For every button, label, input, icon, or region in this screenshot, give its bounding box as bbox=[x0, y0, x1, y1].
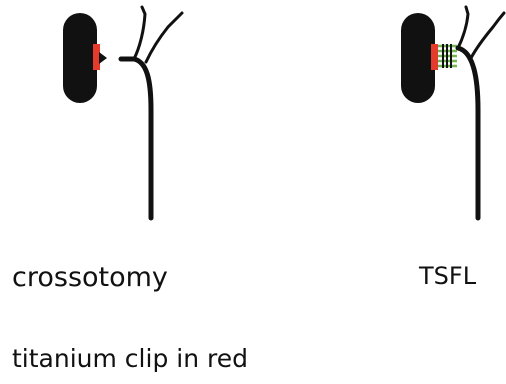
caption: titanium clip in red bbox=[12, 344, 248, 373]
left-vein-main bbox=[134, 59, 151, 218]
tsfl-diagram bbox=[401, 7, 504, 218]
right-vessel-wall bbox=[401, 13, 435, 103]
left-titanium-clip bbox=[93, 44, 100, 70]
right-vein-branch-1 bbox=[458, 7, 468, 48]
right-vein-main bbox=[458, 48, 478, 218]
crossotomy-diagram bbox=[63, 7, 182, 218]
tsfl-label: TSFL bbox=[419, 262, 476, 290]
left-ligated-stump bbox=[99, 52, 107, 64]
crossotomy-label: crossotomy bbox=[12, 262, 168, 293]
left-vein-branch-1 bbox=[134, 7, 145, 59]
right-titanium-clip bbox=[431, 44, 438, 70]
left-vein-branch-2 bbox=[146, 13, 182, 62]
left-vessel-wall bbox=[63, 13, 97, 103]
right-vein-branch-2 bbox=[471, 13, 504, 58]
